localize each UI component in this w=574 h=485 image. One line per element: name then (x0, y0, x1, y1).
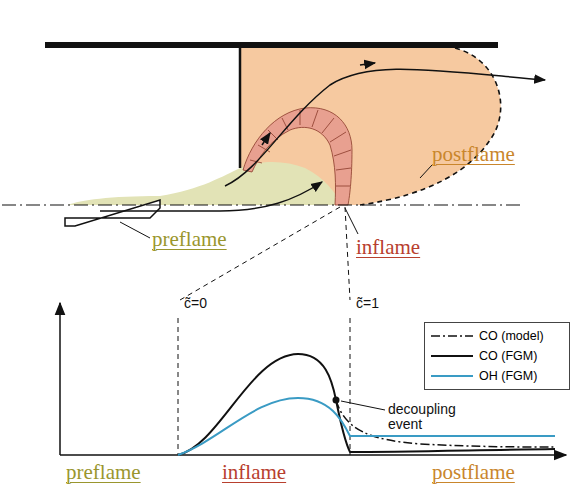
legend-row: CO (FGM) (425, 346, 569, 366)
region-label: postflame (432, 461, 515, 484)
region-label: postflame (432, 143, 515, 166)
legend-text: CO (model) (479, 329, 544, 343)
legend-text: OH (FGM) (479, 369, 537, 383)
legend-row: OH (FGM) (425, 366, 569, 386)
region-label: preflame (66, 461, 141, 484)
region-label: inflame (356, 236, 420, 259)
chart-label: c̃=1 (356, 296, 379, 311)
chart-label: c̃=0 (184, 296, 207, 311)
legend-row: CO (model) (425, 326, 569, 346)
region-label: preflame (152, 228, 227, 251)
legend-sample (431, 371, 473, 381)
legend-sample (431, 351, 473, 361)
legend-sample (431, 331, 473, 341)
legend-box: CO (model) CO (FGM) OH (FGM) (424, 322, 570, 390)
chart-label: decoupling event (388, 402, 468, 433)
region-label: inflame (222, 461, 286, 484)
legend-text: CO (FGM) (479, 349, 537, 363)
